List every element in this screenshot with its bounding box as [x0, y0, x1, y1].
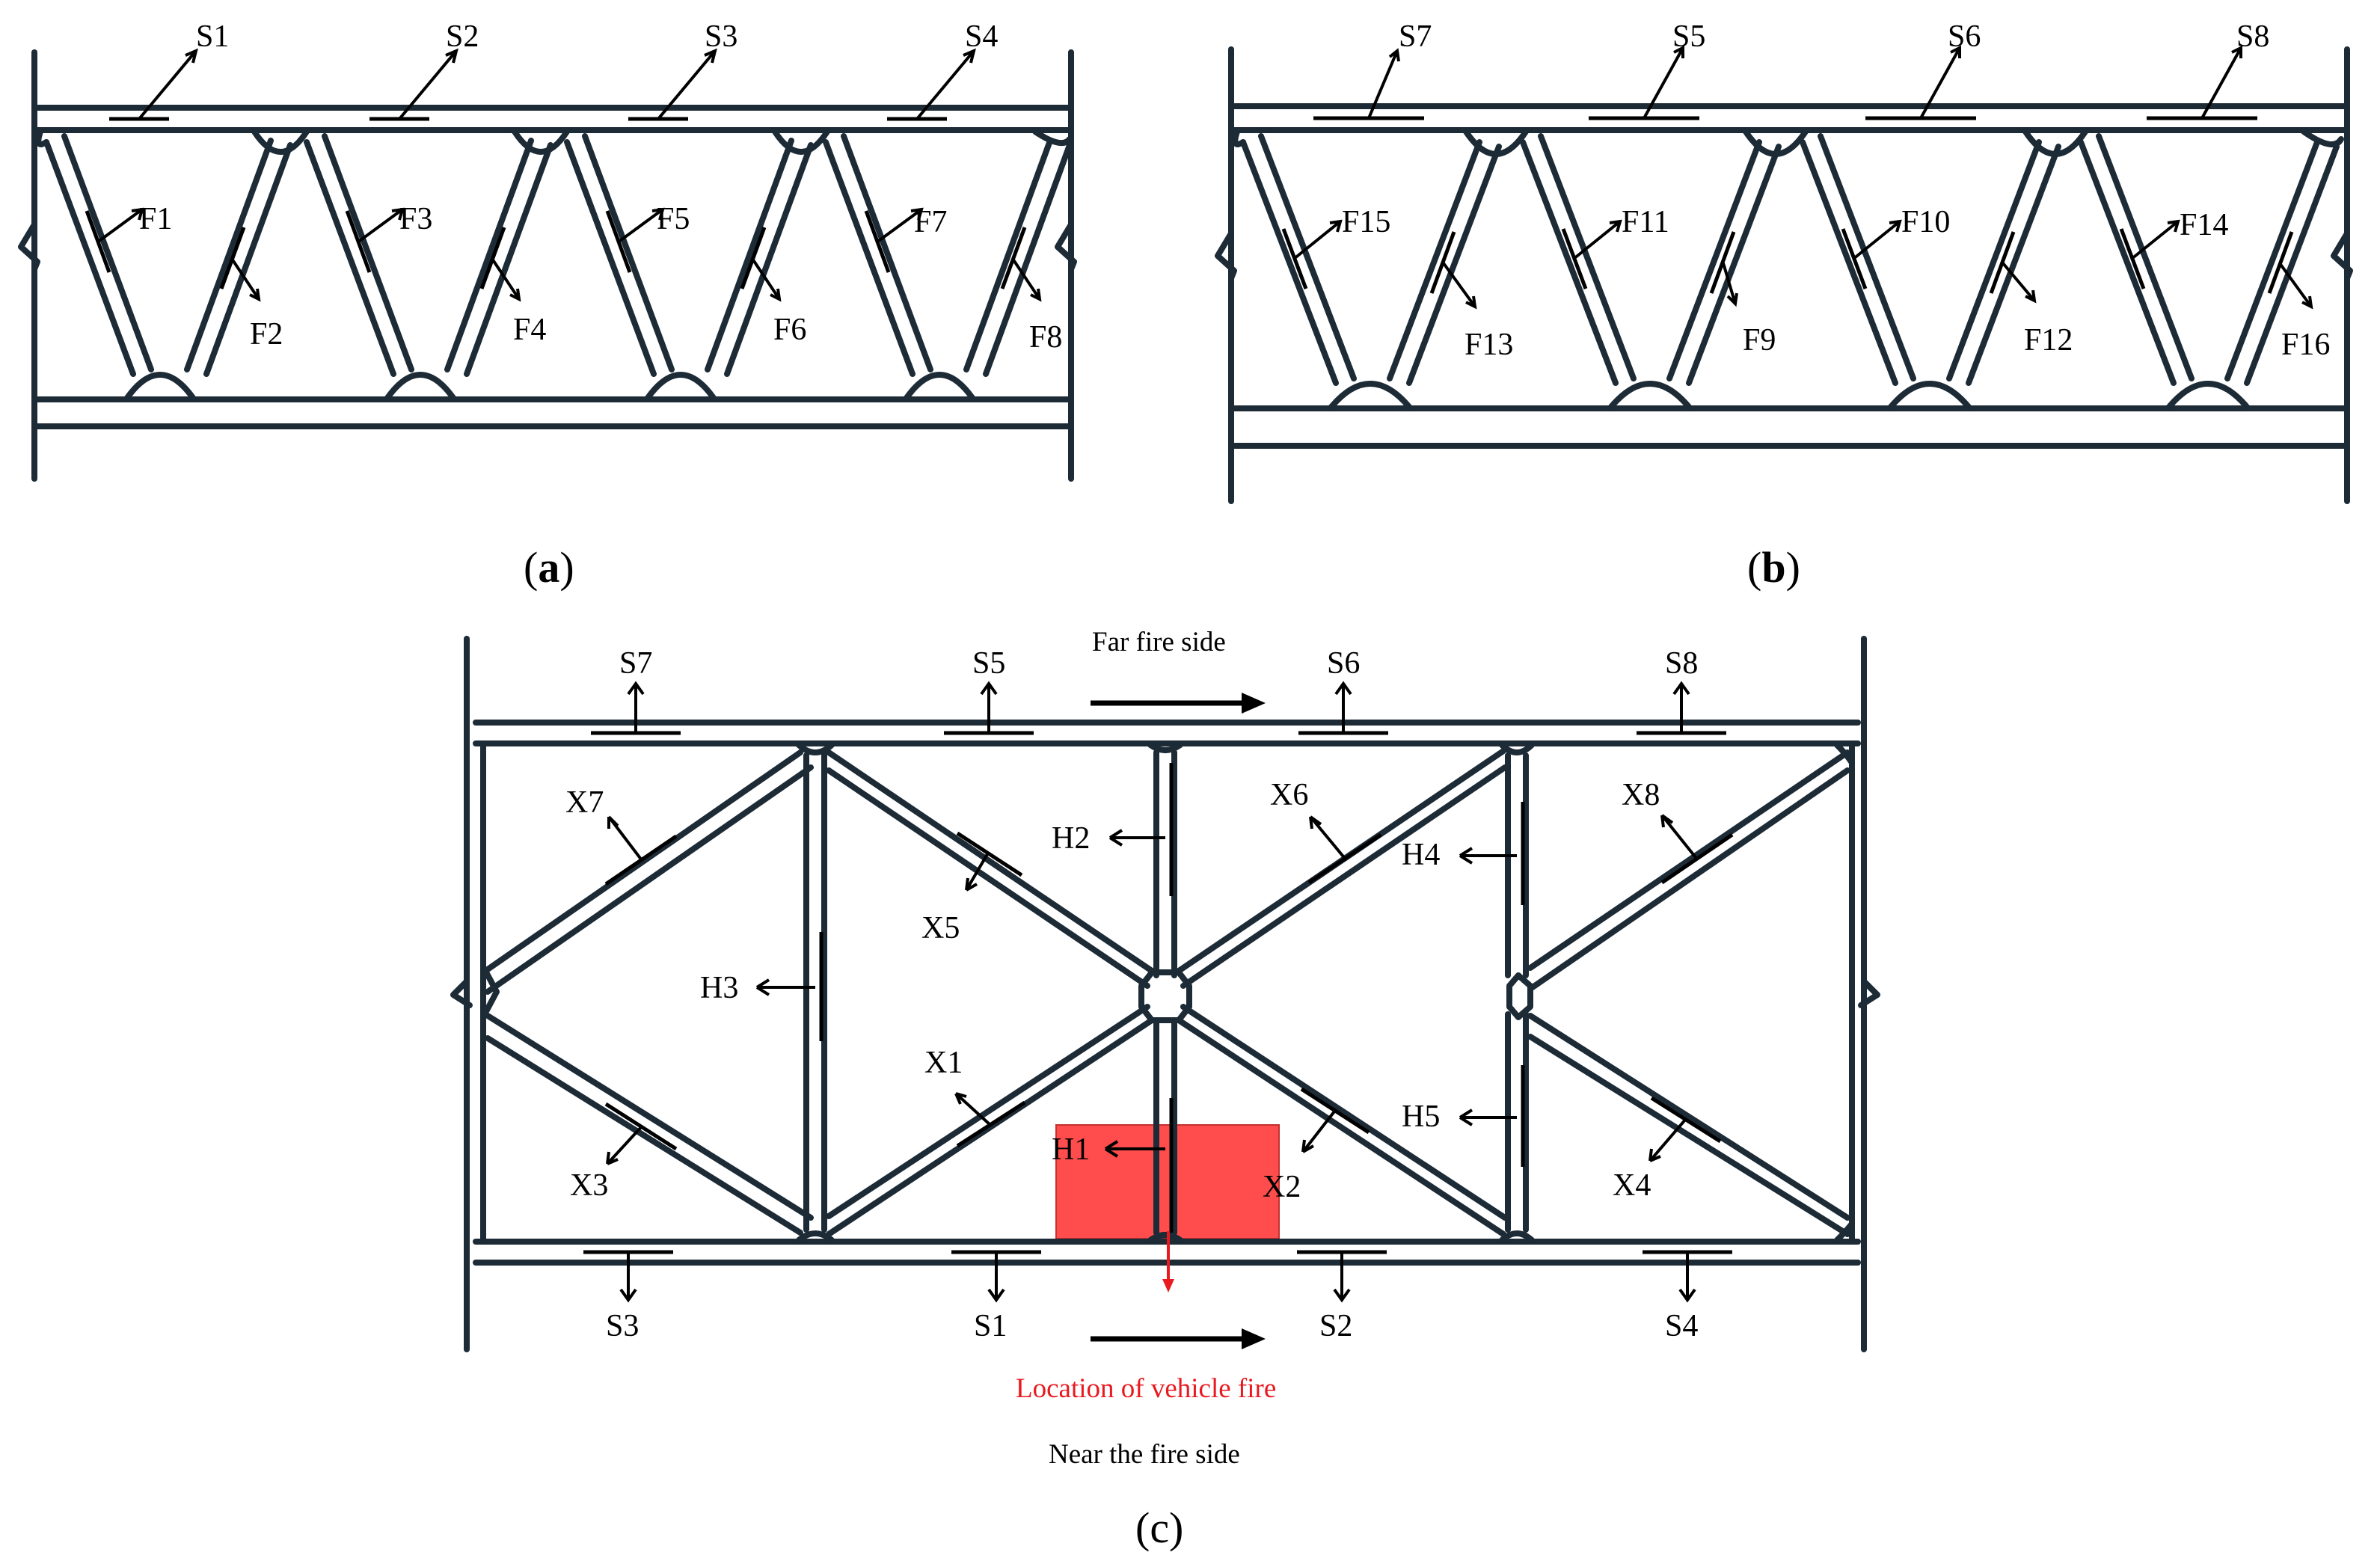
- panel-c-diagonal-x2: X2: [1263, 1170, 1301, 1204]
- panel-b-sensor-3: S6: [1948, 19, 1981, 54]
- panel-b-member-4: F9: [1743, 323, 1776, 358]
- panel-b-member-1: F15: [1342, 205, 1390, 239]
- fire-zone: [1055, 1124, 1280, 1239]
- panel-c-top-sensor-2: S5: [972, 646, 1005, 681]
- panel-a-member-1: F1: [139, 202, 172, 236]
- panel-a: S1 S2 S3 S4 F1 F2 F3 F4 F5 F6 F7 F8 (a): [18, 19, 1077, 592]
- panel-b-sensor-4: S8: [2236, 19, 2269, 54]
- panel-a-member-7: F7: [914, 205, 947, 239]
- panel-b-left-break: [1215, 230, 1237, 281]
- panel-c: Far fire side Location of vehicle fire N…: [450, 627, 1880, 1552]
- near-side-arrowhead: [1242, 1328, 1266, 1349]
- panel-a-sensor-4: S4: [965, 19, 998, 54]
- panel-c-vertical-h4: H4: [1402, 838, 1440, 872]
- panel-b-member-5: F10: [1901, 205, 1950, 239]
- panel-c-bottom-sensor-1: S3: [606, 1309, 639, 1343]
- far-fire-side-label: Far fire side: [1092, 627, 1226, 657]
- panel-a-member-5: F5: [657, 202, 690, 236]
- panel-c-top-sensors: [591, 681, 1726, 735]
- panel-a-sensor-3: S3: [705, 19, 737, 54]
- panel-a-member-3: F3: [399, 202, 432, 236]
- panel-a-top-gauges: [109, 48, 976, 121]
- panel-b-member-8: F16: [2281, 328, 2330, 362]
- panel-c-diagonal-x1: X1: [924, 1046, 963, 1080]
- panel-b-sensor-2: S5: [1672, 19, 1705, 54]
- panel-a-sensor-2: S2: [446, 19, 479, 54]
- panel-b-right-break: [2331, 230, 2353, 281]
- panel-a-member-2: F2: [250, 317, 283, 352]
- panel-b-member-2: F13: [1465, 328, 1513, 362]
- fire-location-arrowhead: [1162, 1279, 1174, 1292]
- panel-a-right-break: [1055, 221, 1077, 272]
- panel-b: S7 S5 S6 S8 F15 F13 F11 F9 F10 F12 F14 F…: [1215, 19, 2353, 592]
- panel-c-caption: (c): [1135, 1503, 1183, 1552]
- panel-b-member-7: F14: [2180, 208, 2228, 242]
- vehicle-fire-location-label: Location of vehicle fire: [1016, 1373, 1276, 1404]
- panel-c-top-sensor-3: S6: [1327, 646, 1360, 681]
- panel-a-web-gauges: [85, 207, 1042, 302]
- panel-c-bottom-sensors: [583, 1250, 1732, 1303]
- panel-c-vertical-h5: H5: [1402, 1100, 1440, 1134]
- panel-b-web: [1232, 129, 2344, 410]
- panel-c-diagonal-x4: X4: [1613, 1168, 1651, 1203]
- panel-c-verticals: [803, 749, 1529, 1236]
- panel-b-top-gauges: [1313, 45, 2257, 120]
- panel-b-caption: (b): [1747, 543, 1800, 592]
- panel-c-diagonal-x5: X5: [921, 911, 960, 945]
- panel-b-member-3: F11: [1622, 205, 1669, 239]
- panel-b-member-6: F12: [2024, 323, 2073, 358]
- panel-c-bottom-sensor-2: S1: [974, 1309, 1007, 1343]
- panel-a-member-6: F6: [773, 313, 806, 347]
- panel-c-diagonal-x3: X3: [570, 1168, 608, 1203]
- panel-c-member-leaders: [606, 814, 1699, 1165]
- panel-c-diagonal-x8: X8: [1622, 778, 1660, 812]
- panel-b-sensor-1: S7: [1399, 19, 1432, 54]
- panel-a-member-4: F4: [513, 313, 546, 347]
- panel-b-web-gauges: [1281, 219, 2313, 310]
- panel-a-caption: (a): [524, 543, 574, 592]
- panel-a-sensor-1: S1: [196, 19, 229, 54]
- near-fire-side-label: Near the fire side: [1049, 1439, 1240, 1470]
- panel-c-vertical-h1: H1: [1052, 1132, 1090, 1167]
- panel-c-diagonals: [482, 742, 1855, 1243]
- panel-c-left-break: [450, 978, 473, 1008]
- panel-c-top-sensor-1: S7: [619, 646, 652, 681]
- panel-c-right-break: [1858, 978, 1880, 1008]
- far-side-arrowhead: [1242, 693, 1266, 714]
- panel-c-diagonal-x6: X6: [1270, 778, 1308, 812]
- panel-c-bottom-sensor-3: S2: [1319, 1309, 1352, 1343]
- panel-c-vertical-h2: H2: [1052, 821, 1090, 856]
- panel-c-diagonal-x7: X7: [565, 785, 604, 820]
- panel-a-member-8: F8: [1029, 320, 1062, 355]
- panel-a-left-break: [18, 221, 40, 272]
- panel-c-top-sensor-4: S8: [1665, 646, 1698, 681]
- panel-c-bottom-sensor-4: S4: [1665, 1309, 1698, 1343]
- panel-c-vertical-h3: H3: [700, 971, 738, 1005]
- panel-a-web: [35, 129, 1073, 401]
